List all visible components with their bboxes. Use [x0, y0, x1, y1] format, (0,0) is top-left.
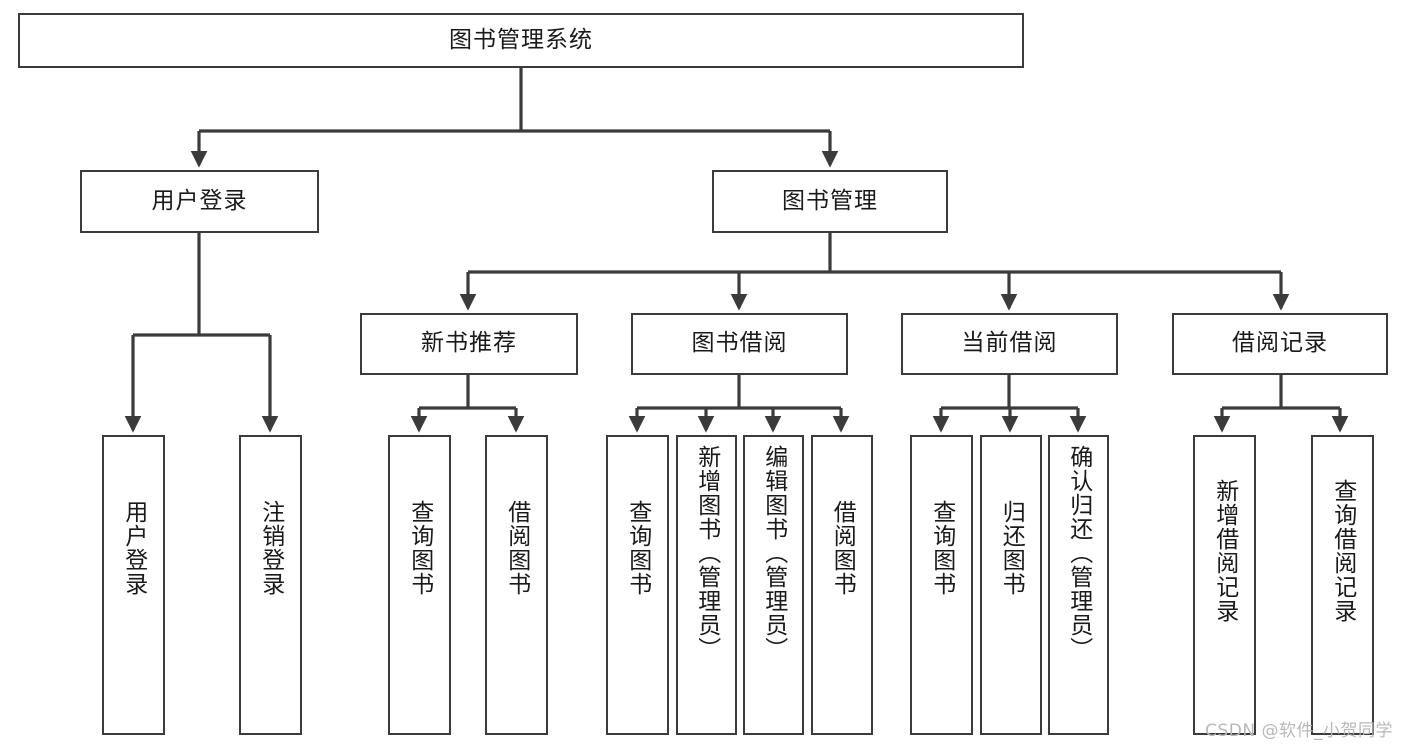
leaf-book-borrow-1[interactable]: 新增图书（管理员）	[676, 435, 737, 735]
leaf-user-login-1[interactable]: 注销登录	[239, 435, 302, 735]
node-label: 查询借阅记录	[1329, 479, 1356, 623]
node-user-login[interactable]: 用户登录	[80, 170, 319, 233]
node-label: 新书推荐	[421, 330, 517, 357]
node-book-borrow[interactable]: 图书借阅	[631, 313, 848, 375]
node-label: 图书借阅	[691, 330, 788, 357]
node-label: 查询图书	[406, 500, 433, 596]
node-label: 新增图书（管理员）	[693, 445, 720, 661]
node-label: 用户登录	[120, 500, 147, 596]
leaf-current-borrow-2[interactable]: 确认归还（管理员）	[1048, 435, 1109, 735]
leaf-new-book-recommend-0[interactable]: 查询图书	[388, 435, 451, 735]
node-label: 图书管理系统	[449, 26, 593, 53]
node-label: 当前借阅	[961, 330, 1058, 357]
leaf-current-borrow-1[interactable]: 归还图书	[980, 435, 1042, 735]
node-label: 确认归还（管理员）	[1065, 445, 1092, 661]
node-label: 归还图书	[998, 500, 1025, 596]
node-label: 编辑图书（管理员）	[760, 445, 787, 661]
leaf-current-borrow-0[interactable]: 查询图书	[910, 435, 973, 735]
node-borrow-record[interactable]: 借阅记录	[1172, 313, 1388, 375]
node-label: 借阅记录	[1232, 330, 1328, 357]
node-book-management[interactable]: 图书管理	[712, 170, 948, 233]
leaf-new-book-recommend-1[interactable]: 借阅图书	[485, 435, 548, 735]
leaf-book-borrow-3[interactable]: 借阅图书	[811, 435, 873, 735]
node-label: 图书管理	[782, 187, 878, 214]
node-current-borrow[interactable]: 当前借阅	[901, 313, 1118, 375]
node-label: 借阅图书	[829, 500, 856, 596]
leaf-borrow-record-1[interactable]: 查询借阅记录	[1311, 435, 1374, 735]
leaf-book-borrow-2[interactable]: 编辑图书（管理员）	[743, 435, 804, 735]
node-label: 查询图书	[624, 500, 651, 596]
node-root-book-management-system[interactable]: 图书管理系统	[18, 13, 1024, 68]
node-label: 注销登录	[257, 500, 284, 596]
node-new-book-recommend[interactable]: 新书推荐	[360, 313, 578, 375]
node-label: 新增借阅记录	[1211, 479, 1238, 623]
node-label: 借阅图书	[503, 500, 530, 596]
watermark: CSDN @软件_小贺同学	[1205, 721, 1393, 741]
leaf-borrow-record-0[interactable]: 新增借阅记录	[1193, 435, 1256, 735]
node-label: 查询图书	[928, 500, 955, 596]
leaf-user-login-0[interactable]: 用户登录	[102, 435, 165, 735]
node-label: 用户登录	[151, 187, 248, 214]
leaf-book-borrow-0[interactable]: 查询图书	[606, 435, 669, 735]
